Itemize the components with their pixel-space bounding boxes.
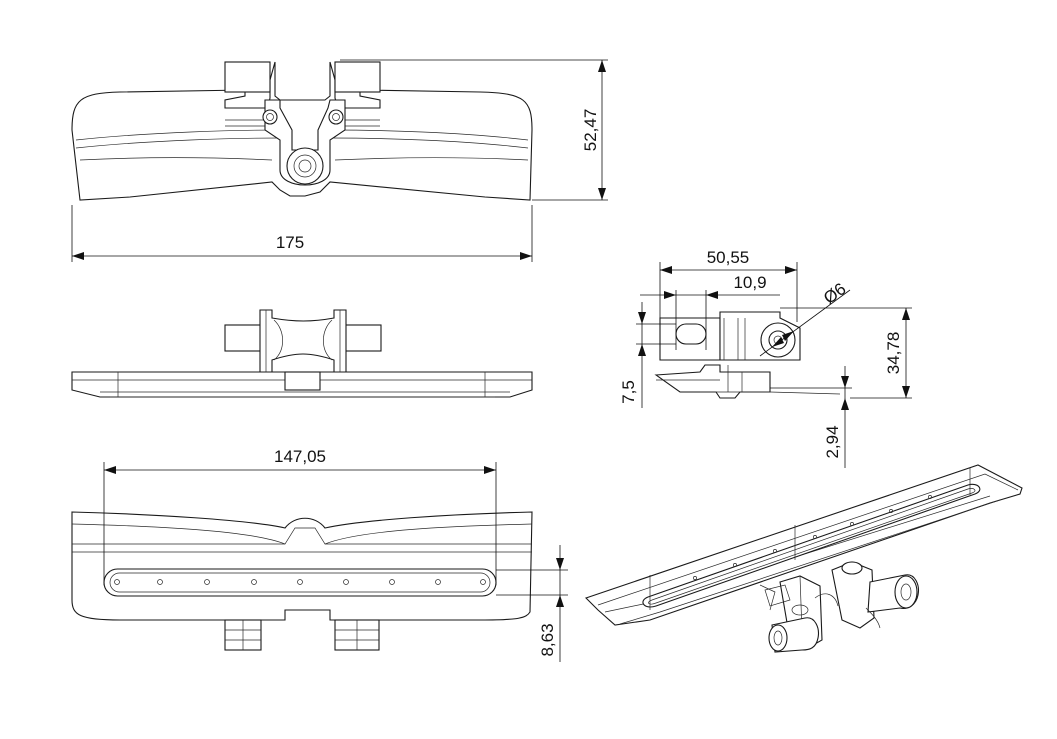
dim-overall-height: 52,47 (340, 59, 608, 201)
dim-base-offset: 2,94 (770, 366, 852, 468)
dim-slot-height: 7,5 (619, 302, 676, 408)
dim-overall-height-label: 52,47 (581, 109, 600, 152)
dim-slot-offset-label: 8,63 (538, 623, 557, 656)
dim-hole-spacing: 147,05 (103, 447, 497, 585)
dim-overall-length: 175 (71, 205, 533, 262)
isometric-view-holes (693, 495, 932, 580)
dim-side-height: 34,78 (780, 307, 912, 399)
dim-slot-offset: 8,63 (496, 545, 568, 662)
front-view (71, 309, 533, 398)
dim-side-offset-label: 10,9 (733, 273, 766, 292)
bottom-view-holes (114, 579, 486, 585)
dim-side-width-label: 50,55 (707, 248, 750, 267)
dim-overall-length-label: 175 (276, 233, 304, 252)
dim-base-offset-label: 2,94 (823, 425, 842, 458)
top-view (71, 61, 533, 201)
dim-bore-diameter-label: Ø6 (820, 279, 850, 308)
side-view (654, 311, 841, 399)
dim-slot-height-label: 7,5 (619, 380, 638, 404)
bottom-view (71, 511, 533, 651)
dim-hole-spacing-label: 147,05 (274, 447, 326, 466)
dim-side-height-label: 34,78 (884, 332, 903, 375)
dim-side-width: 50,55 (659, 248, 798, 322)
dim-side-offset: 10,9 (640, 273, 780, 350)
isometric-view (584, 464, 1023, 653)
